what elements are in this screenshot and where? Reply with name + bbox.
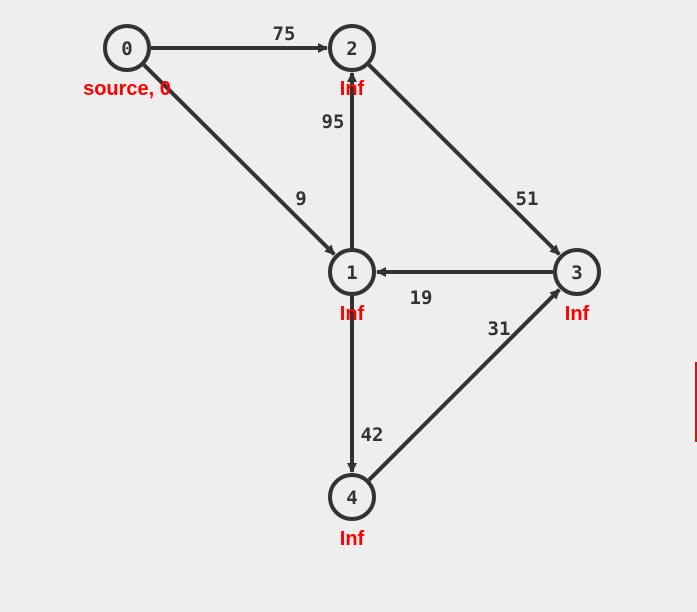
node-1[interactable]: 1 [328,248,376,296]
edge-weight-2-3: 51 [516,188,539,210]
node-label-1: 1 [346,262,357,284]
node-circle-1[interactable] [328,248,376,296]
edge-0-to-1 [142,63,336,256]
edge-weight-0-1: 9 [295,188,306,210]
edges-layer: 75 9 95 51 19 42 31 [142,23,561,482]
node-circle-4[interactable] [328,473,376,521]
node-4[interactable]: 4 [328,473,376,521]
edge-weight-1-4: 42 [361,424,384,446]
node-circle-2[interactable] [328,24,376,72]
edge-weight-4-3: 31 [488,318,511,340]
node-2[interactable]: 2 [328,24,376,72]
node-distance-4: Inf [340,528,365,550]
node-distance-1: Inf [340,303,365,325]
edge-scroll-indicator [695,362,697,442]
edge-weight-3-1: 19 [410,287,433,309]
edge-4-to-3 [367,288,561,482]
node-distance-3: Inf [565,303,590,325]
node-circle-0[interactable] [103,24,151,72]
edge-weight-1-2: 95 [322,111,345,133]
node-3[interactable]: 3 [553,248,601,296]
node-circle-3[interactable] [553,248,601,296]
node-0[interactable]: 0 [103,24,151,72]
node-label-4: 4 [346,487,357,509]
node-label-0: 0 [121,38,132,60]
node-distance-2: Inf [340,78,365,100]
node-label-2: 2 [346,38,357,60]
node-label-3: 3 [571,262,582,284]
node-distance-0: source, 0 [83,78,171,100]
edge-2-to-3 [367,63,561,256]
edge-weight-0-2: 75 [273,23,296,45]
